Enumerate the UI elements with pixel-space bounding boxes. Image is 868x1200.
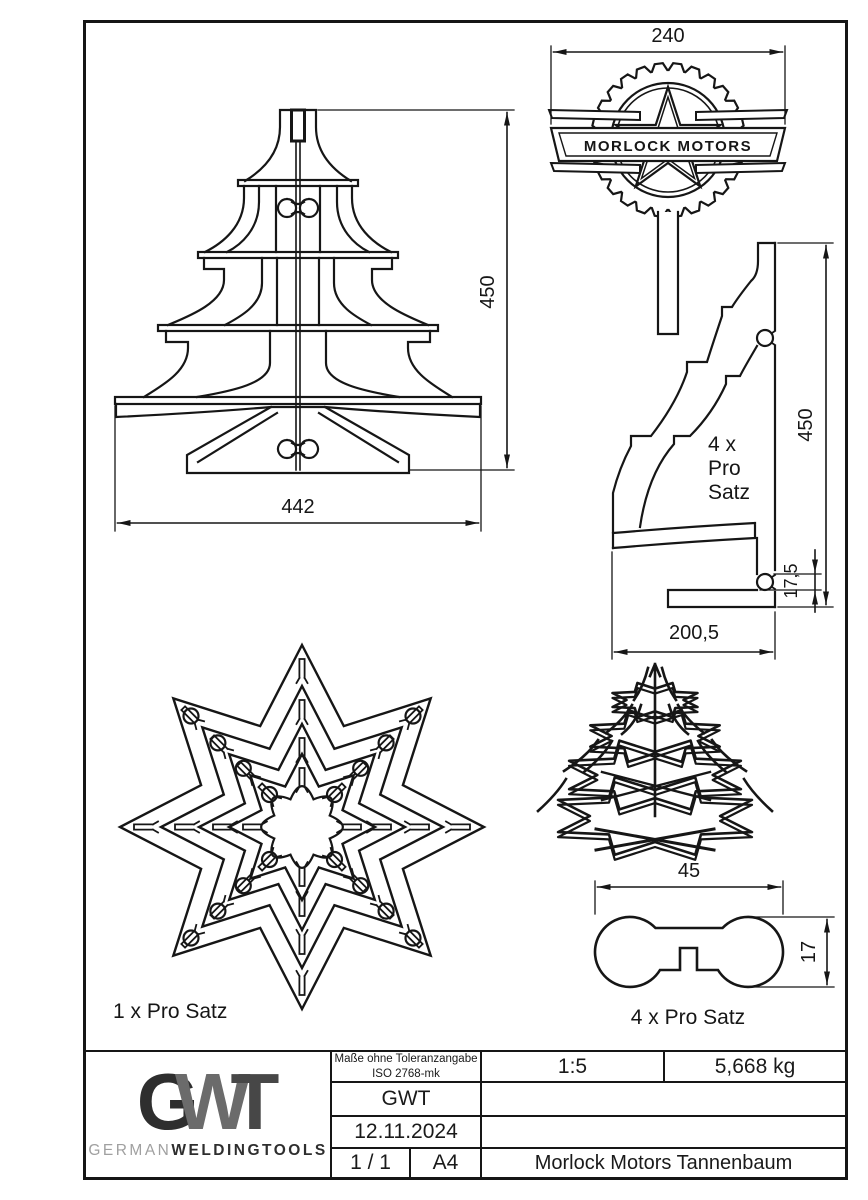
- gwt-letter-w: W: [174, 1056, 251, 1146]
- title-block-top-border: [86, 1050, 845, 1052]
- divider: [409, 1147, 411, 1177]
- iso-cross-bracing: [600, 770, 712, 802]
- connector-notch-top-mouth: [770, 329, 777, 347]
- side-qty-line3: Satz: [708, 481, 750, 504]
- gwt-subtitle-weldingtools: WELDINGTOOLS: [171, 1141, 328, 1159]
- gwt-logo-subtitle: GERMANWELDINGTOOLS: [88, 1142, 327, 1160]
- dumbbell-connector-top: [276, 197, 320, 219]
- profile-foot: [666, 588, 777, 609]
- connector-height-dimension: 17: [798, 941, 820, 963]
- divider: [330, 1050, 332, 1177]
- iso-legs-tier2: [604, 703, 706, 736]
- divider: [663, 1050, 665, 1081]
- sheet-cell: 1 / 1: [350, 1151, 391, 1174]
- gwt-letter-t: T: [230, 1056, 280, 1146]
- iso-top-spike: [648, 662, 662, 818]
- tree-tier-1: [203, 184, 393, 254]
- divider: [330, 1081, 845, 1083]
- tolerance-line1: Maße ohne Toleranzangabe: [334, 1053, 478, 1066]
- iso-legs-tier3: [562, 738, 748, 774]
- drawing-frame-border: [83, 20, 848, 1180]
- iso-legs-tier4: [536, 777, 774, 813]
- connector-notch-top: [755, 328, 775, 348]
- company-cell: GWT: [381, 1087, 431, 1110]
- extension-lines: [550, 45, 786, 125]
- gwt-logo-letters: G W T: [136, 1056, 280, 1146]
- connector-view: 45 17 4 x Pro Satz: [593, 860, 835, 1029]
- extension-lines: [114, 109, 515, 532]
- front-height-dimension: 450: [477, 275, 499, 308]
- gwt-letter-g: G: [136, 1056, 199, 1146]
- tree-skirt: [114, 402, 482, 419]
- extension-lines: [611, 242, 834, 660]
- tree-tier-2: [166, 256, 430, 327]
- wing-lower-left: [549, 161, 641, 175]
- gwt-logo: G W T GERMANWELDINGTOOLS: [86, 1050, 330, 1177]
- connector-qty-label: 4 x Pro Satz: [631, 1006, 745, 1029]
- side-profile-view: 4 x Pro Satz 450 17,5 200,5: [611, 241, 834, 660]
- dumbbell-connector-bottom: [276, 438, 320, 460]
- topper-view: MORLOCK MOTORS 240: [547, 25, 789, 336]
- iso-base-feet: [594, 827, 716, 852]
- iso-legs-tier1: [632, 666, 678, 702]
- iso-3d-view: [536, 662, 774, 861]
- nested-star-plates: [117, 642, 487, 1012]
- title-block: G W T GERMANWELDINGTOOLS Maße ohne Toler…: [86, 1050, 845, 1177]
- tree-plate-3: [156, 323, 440, 333]
- side-notch-dimension: 17,5: [781, 563, 801, 598]
- connector-notch-bottom-mouth: [770, 573, 777, 591]
- tree-stand: [185, 405, 411, 475]
- tree-plate-4: [113, 395, 483, 406]
- profile-skirt: [611, 521, 757, 550]
- drawing-title-cell: Morlock Motors Tannenbaum: [534, 1151, 793, 1174]
- side-width-dimension: 200,5: [669, 622, 719, 644]
- star-qty-label: 1 x Pro Satz: [113, 1000, 227, 1023]
- tree-neck: [243, 108, 353, 183]
- topper-width-dimension: 240: [651, 25, 684, 47]
- format-cell: A4: [432, 1151, 459, 1174]
- divider: [330, 1115, 845, 1117]
- extension-lines: [594, 880, 835, 988]
- topper-stem: [656, 210, 680, 336]
- side-qty-line2: Pro: [708, 457, 741, 480]
- wing-upper-left: [547, 108, 641, 122]
- connector-width-dimension: 45: [678, 860, 700, 882]
- tree-top-slot: [290, 108, 306, 143]
- tree-plate-2: [196, 250, 400, 260]
- divider: [330, 1147, 845, 1149]
- gwt-subtitle-german: GERMAN: [88, 1141, 172, 1159]
- tolerance-line2: ISO 2768-mk: [372, 1067, 440, 1080]
- wing-lower-right: [695, 161, 787, 175]
- tree-center-stem: [295, 140, 301, 471]
- date-cell: 12.11.2024: [354, 1120, 458, 1143]
- tree-plate-1: [236, 178, 360, 188]
- star-top-view: 1 x Pro Satz: [113, 642, 487, 1023]
- logo-banner-inner: [558, 132, 778, 157]
- tolerance-cell: Maße ohne Toleranzangabe ISO 2768-mk: [332, 1052, 480, 1081]
- connector-outline: [593, 915, 785, 989]
- wing-upper-right: [695, 108, 789, 122]
- side-qty-line1: 4 x: [708, 433, 737, 456]
- front-width-dimension: 442: [281, 496, 314, 518]
- logo-banner-text: MORLOCK MOTORS: [584, 138, 752, 155]
- profile-outline: [611, 241, 777, 550]
- logo-banner: [549, 126, 787, 163]
- tree-tier-3: [142, 329, 454, 399]
- front-view: 442 450: [113, 108, 515, 532]
- weight-cell: 5,668 kg: [714, 1054, 796, 1078]
- scale-cell: 1:5: [557, 1054, 588, 1078]
- connector-notch-bottom: [755, 572, 775, 592]
- divider: [480, 1050, 482, 1177]
- profile-inner-curve: [638, 344, 759, 529]
- side-height-dimension: 450: [795, 408, 817, 441]
